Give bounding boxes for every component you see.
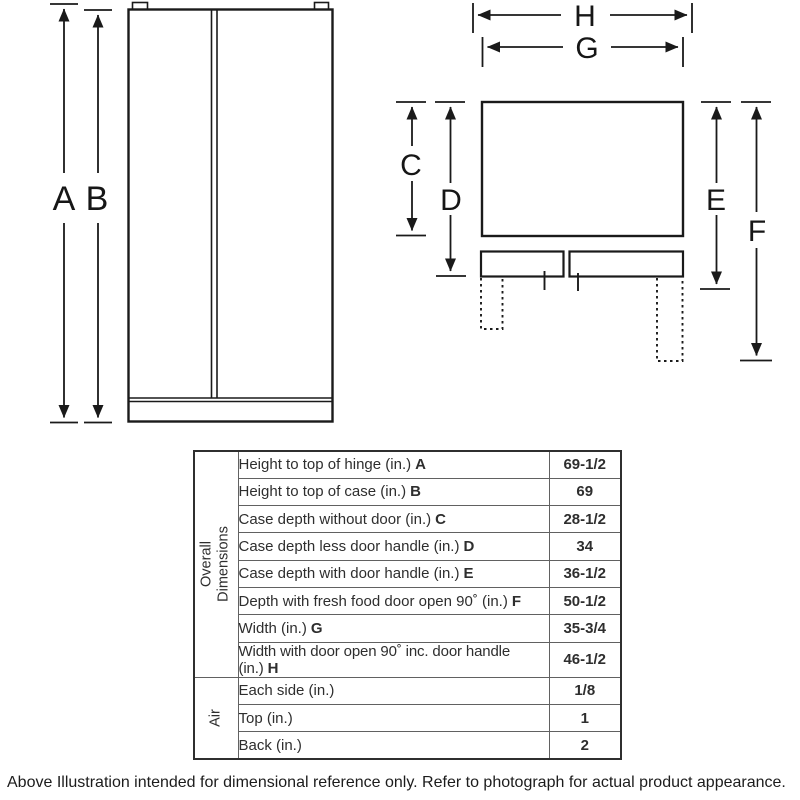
top-case-outline (480, 100, 685, 238)
row-desc: Case depth less door handle (in.)D (237, 532, 550, 561)
row-desc: Back (in.) (237, 731, 550, 760)
dim-key: G (310, 619, 323, 637)
table-row: Case depth without door (in.)C 28-1/2 (194, 505, 622, 534)
section-label-air: Air (193, 676, 239, 760)
front-case-outline (127, 8, 334, 423)
row-desc: Top (in.) (237, 703, 550, 733)
dim-key: E (463, 565, 474, 583)
row-value: 28-1/2 (548, 505, 622, 534)
dim-key: D (463, 538, 475, 556)
section-label-overall-dimensions: Overall Dimensions (193, 450, 239, 678)
dim-arrow-b: B (84, 9, 112, 424)
dim-key: C (435, 510, 446, 528)
table-row: Height to top of case (in.)B 69 (194, 477, 622, 507)
dim-key: B (410, 483, 421, 501)
dim-d-label: D (440, 184, 462, 217)
dim-e-label: E (706, 184, 726, 217)
right-hinge-tab (313, 1, 330, 11)
row-desc: Height to top of case (in.)B (237, 477, 550, 507)
row-value: 69-1/2 (548, 450, 622, 479)
air-label: Air (207, 708, 224, 727)
fresh-handle-swing-dashed (656, 278, 684, 362)
dimensions-table: Overall Dimensions Height to top of hing… (193, 450, 622, 760)
row-desc: Case depth without door (in.)C (237, 505, 550, 534)
fridge-top-view (479, 100, 685, 362)
row-value: 35-3/4 (548, 614, 622, 643)
row-desc: Case depth with door handle (in.)E (237, 559, 550, 588)
row-value: 34 (548, 532, 622, 561)
row-value: 46-1/2 (548, 641, 622, 678)
table-row: Back (in.) 2 (194, 731, 622, 760)
table-row: Case depth with door handle (in.)E 36-1/… (194, 559, 622, 588)
dim-h-label: H (574, 0, 596, 33)
table-row: Overall Dimensions Height to top of hing… (193, 450, 622, 678)
row-desc: Each side (in.) (237, 676, 550, 705)
dim-key: H (267, 659, 279, 677)
dim-f-label: F (748, 215, 766, 248)
dim-g-label: G (575, 32, 598, 65)
overall-dimensions-label: Overall Dimensions (199, 526, 234, 602)
row-value: 50-1/2 (548, 586, 622, 616)
left-hinge-tab (131, 1, 149, 11)
dim-arrow-e: E (700, 101, 731, 290)
row-desc: Width with door open 90˚ inc. door handl… (237, 641, 550, 678)
table-row: Depth with fresh food door open 90˚ (in.… (194, 586, 622, 616)
overall-label-line2: Dimensions (216, 526, 233, 603)
dim-key: F (511, 592, 521, 610)
footer-caption: Above Illustration intended for dimensio… (7, 774, 786, 791)
row-value: 36-1/2 (548, 559, 622, 588)
row-desc: Depth with fresh food door open 90˚ (in.… (237, 586, 550, 616)
table-row: Case depth less door handle (in.)D 34 (194, 532, 622, 561)
fresh-food-door-outline (568, 250, 685, 278)
dimension-diagram: A B H (50, 0, 772, 424)
dim-arrow-d: D (435, 101, 466, 277)
row-desc: Width (in.)G (237, 614, 550, 643)
dim-b-label: B (86, 180, 109, 218)
row-value: 2 (548, 731, 622, 760)
table-row: Air Each side (in.) 1/8 (193, 676, 622, 760)
row-value: 1/8 (548, 676, 622, 705)
dim-arrow-a: A (50, 3, 78, 424)
row-value: 1 (548, 703, 622, 733)
dim-key: A (415, 456, 426, 474)
dim-c-label: C (400, 149, 422, 182)
freezer-door-outline (479, 250, 565, 278)
overall-label-line1: Overall (198, 541, 215, 588)
dim-arrow-f: F (740, 101, 772, 362)
row-value: 69 (548, 477, 622, 507)
table-row: Width (in.)G 35-3/4 (194, 614, 622, 643)
dim-arrow-h: H (472, 0, 693, 33)
freezer-handle-swing-dashed (480, 278, 504, 330)
dim-a-label: A (53, 180, 76, 218)
row-desc: Height to top of hinge (in.)A (237, 450, 550, 479)
dim-arrow-c: C (396, 101, 426, 237)
dim-arrow-g: G (481, 32, 684, 67)
table-row: Top (in.) 1 (194, 703, 622, 733)
fridge-front-view (127, 1, 334, 423)
table-row: Width with door open 90˚ inc. door handl… (194, 641, 622, 678)
